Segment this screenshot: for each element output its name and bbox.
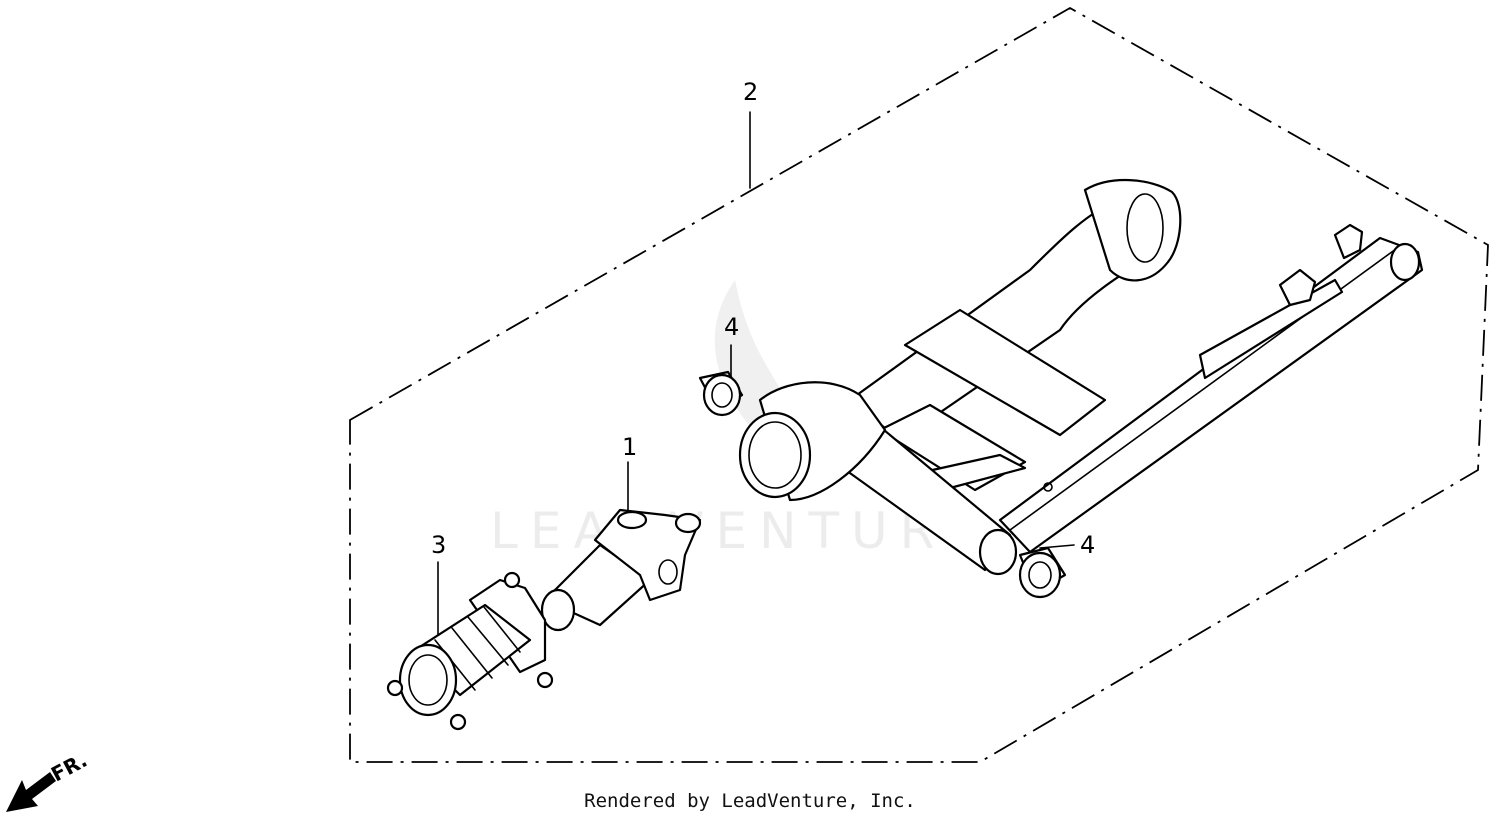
cross-member-upper-plate — [903, 308, 1107, 437]
leader-line-4-lower — [1039, 544, 1075, 549]
callout-1: 1 — [622, 433, 637, 461]
watermark-text: LEADVENTURE — [490, 502, 990, 560]
universal-joint-part-1 — [540, 508, 702, 632]
boot-lug — [503, 571, 521, 589]
boot-lug — [449, 713, 467, 731]
bearing-face — [1018, 551, 1062, 599]
bellows-rib — [451, 627, 493, 679]
callout-2: 2 — [743, 78, 758, 106]
bolt-hole — [1043, 482, 1053, 492]
bearing-part-4-lower — [1018, 546, 1067, 599]
brake-stay-bracket — [1333, 223, 1364, 260]
bellows-rib — [483, 606, 521, 653]
bearing-part-4-upper — [698, 370, 744, 417]
boot-lug — [386, 679, 404, 697]
assembly-boundary — [349, 6, 1489, 763]
yoke-cross-hole — [658, 559, 678, 585]
bearing-face — [702, 373, 742, 417]
bellows-rib — [467, 616, 509, 666]
bearing-bore — [711, 382, 733, 408]
boot-part-3 — [386, 571, 554, 731]
pivot-left-bore-inner — [748, 421, 802, 489]
bearing-bore — [1028, 561, 1052, 589]
yoke-shaft-end — [540, 588, 576, 632]
swingarm-part-2 — [738, 179, 1424, 576]
footer-credit: Rendered by LeadVenture, Inc. — [584, 790, 916, 812]
yoke-bolt-boss — [616, 510, 648, 530]
final-drive-mouth — [1126, 193, 1164, 263]
callout-3: 3 — [431, 531, 446, 559]
callout-4-lower: 4 — [1080, 531, 1095, 559]
boot-front-inner — [408, 654, 448, 706]
pivot-left-bore — [738, 411, 812, 499]
axle-end-boss — [1389, 242, 1421, 282]
yoke-side-tube — [674, 512, 702, 534]
chain-guide-tab — [1278, 268, 1317, 307]
front-arrow-icon — [6, 772, 56, 812]
callout-4-upper: 4 — [724, 313, 739, 341]
pivot-right-bore — [978, 528, 1018, 576]
boot-lug — [536, 671, 554, 689]
